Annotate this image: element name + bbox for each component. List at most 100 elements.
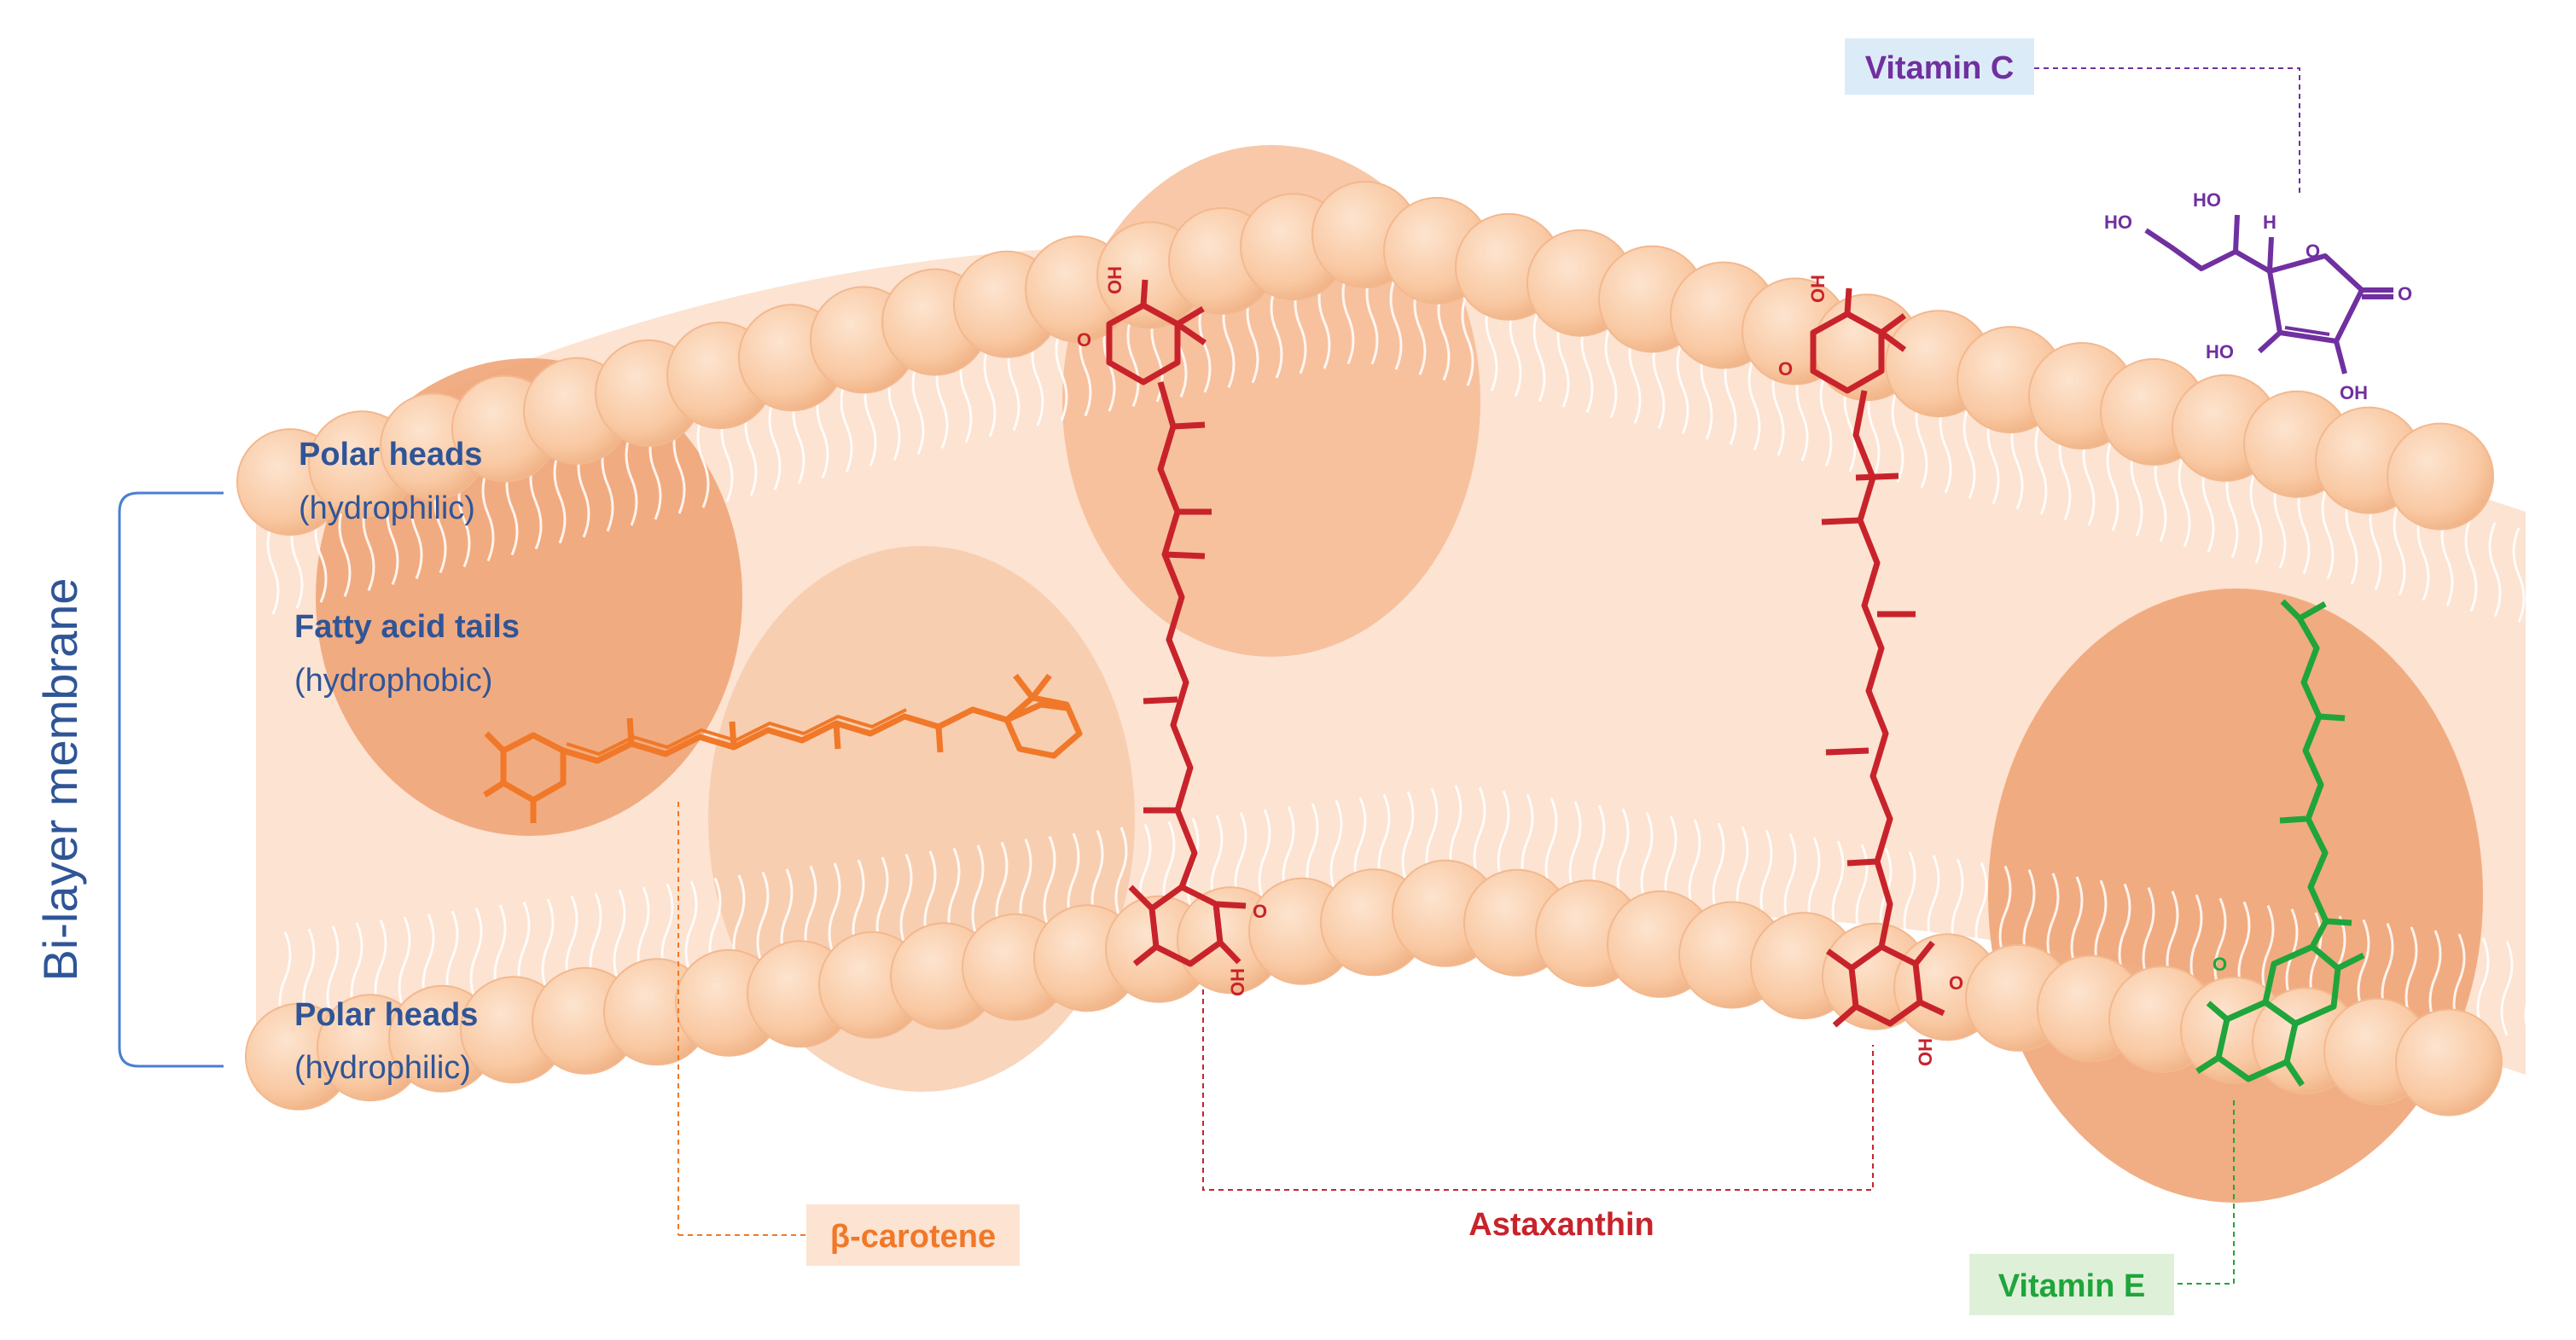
polar-heads-top-label: Polar heads (299, 437, 482, 473)
fatty-acid-tail-109 (1568, 801, 1582, 896)
astaxanthin-left-o-top: O (1077, 329, 1091, 351)
astaxanthin-right-o-top: O (1778, 358, 1793, 380)
vitamin-c-molecule (2144, 214, 2393, 374)
fatty-acid-tail-163 (2213, 897, 2227, 993)
vitamin-e-pointer (2174, 1100, 2235, 1285)
fatty-acid-tail-151 (2070, 876, 2084, 972)
fatty-acid-tail-181 (2428, 930, 2442, 1025)
astaxanthin-right-molecule (1810, 287, 1945, 1028)
fatty-acid-tail-139 (1927, 855, 1940, 950)
hydrophobic-label: (hydrophobic) (294, 663, 492, 699)
vitamin-c-h: H (2263, 212, 2277, 233)
fatty-acid-tail-136 (1891, 387, 1904, 483)
fatty-acid-tail-178 (2393, 501, 2406, 596)
fatty-acid-tails-label: Fatty acid tails (294, 609, 520, 645)
fatty-acid-tail-60 (983, 342, 997, 438)
fatty-acid-tail-59 (971, 844, 985, 940)
fatty-acid-tail-0 (266, 519, 280, 615)
fatty-acid-tail-145 (1998, 865, 2012, 960)
vitamin-e-tag-bg (1969, 1254, 2174, 1315)
fatty-acid-tail-72 (1126, 311, 1140, 408)
fatty-acid-tail-47 (828, 862, 841, 958)
fatty-acid-tail-100 (1461, 291, 1474, 386)
fatty-acid-tail-24 (553, 449, 567, 544)
fatty-acid-tail-66 (1055, 326, 1068, 421)
vitamin-c-oh-bottom: OH (2340, 382, 2368, 403)
vitamin-c-ring-o: O (2306, 241, 2320, 262)
fatty-acid-tail-166 (2249, 468, 2263, 564)
beta-carotene-label: β-carotene (830, 1219, 996, 1255)
fatty-acid-tail-187 (2500, 941, 2514, 1036)
astaxanthin-pointer (1202, 989, 1874, 1191)
fatty-acid-tail-53 (899, 853, 913, 949)
fatty-acid-tail-29 (613, 889, 626, 985)
fatty-acid-tail-160 (2178, 452, 2191, 548)
fatty-acid-tail-127 (1783, 833, 1797, 929)
vitamin-c-pointer (2034, 67, 2300, 196)
fatty-acid-tail-23 (541, 898, 555, 994)
fatty-acid-tail-148 (2034, 420, 2048, 515)
astaxanthin-left-o-bottom: O (1253, 901, 1267, 922)
vitamin-e-ring-o: O (2213, 954, 2227, 975)
fatty-acid-tail-35 (684, 880, 698, 976)
vitamin-c-tag-bg (1845, 38, 2034, 95)
fatty-acid-tail-142 (1963, 403, 1976, 499)
fatty-acid-tail-94 (1389, 275, 1403, 370)
fatty-acid-tail-184 (2464, 517, 2478, 612)
fatty-acid-tail-83 (1258, 809, 1271, 904)
astaxanthin-label: Astaxanthin (1468, 1207, 1654, 1243)
astaxanthin-left-molecule (1106, 279, 1247, 967)
fatty-acid-tail-157 (2142, 887, 2155, 983)
polar-head-bottom-30 (2395, 1008, 2503, 1117)
fatty-acid-tail-71 (1114, 827, 1128, 922)
fatty-acid-tail-36 (696, 413, 710, 508)
fatty-acid-tail-121 (1712, 822, 1725, 918)
fatty-acid-tail-65 (1043, 835, 1056, 931)
fatty-acid-tail-115 (1640, 811, 1654, 907)
beta-carotene-molecule (483, 673, 1083, 823)
astaxanthin-right-oh-top: OH (1807, 275, 1829, 303)
vitamin-c-carbonyl-o: O (2398, 283, 2412, 305)
fatty-acid-tail-30 (625, 431, 638, 526)
astaxanthin-left-oh-bottom: OH (1227, 968, 1248, 996)
fatty-acid-tail-189 (2524, 944, 2538, 1040)
astaxanthin-left-oh-top: OH (1104, 266, 1125, 294)
fatty-acid-tail-42 (768, 395, 782, 490)
vitamin-c-ho-bottom: HO (2206, 341, 2234, 363)
fatty-acid-tail-84 (1270, 283, 1283, 379)
fatty-acid-tail-89 (1329, 799, 1343, 896)
polar-heads-bottom-label: Polar heads (294, 997, 478, 1033)
fatty-acid-tail-54 (911, 359, 925, 455)
fatty-acid-tail-17 (469, 907, 483, 1003)
astaxanthin-right-oh-bottom: OH (1915, 1038, 1936, 1066)
polar-heads-bottom-row (245, 859, 2503, 1117)
fatty-acid-tail-188 (2512, 527, 2526, 623)
fatty-acid-tail-41 (756, 871, 770, 967)
vitamin-e-molecule (2195, 599, 2365, 1087)
vitamin-c-ho-top: HO (2193, 189, 2221, 211)
fatty-acid-tail-6 (338, 502, 352, 597)
vitamin-e-label: Vitamin E (1998, 1268, 2145, 1304)
fatty-acid-tail-133 (1855, 844, 1869, 939)
fatty-acid-tail-95 (1401, 791, 1415, 886)
polar-head-top-30 (2387, 422, 2494, 531)
fatty-acid-tail-175 (2357, 919, 2370, 1014)
fatty-acid-tail-48 (840, 377, 853, 473)
fatty-acid-tail-124 (1747, 356, 1761, 451)
fatty-acid-tail-172 (2321, 484, 2335, 580)
blob-right (1988, 589, 2483, 1203)
astaxanthin-right-o-bottom: O (1949, 972, 1963, 994)
fatty-acid-tail-11 (398, 916, 411, 1012)
fatty-acid-tail-106 (1532, 307, 1546, 403)
fatty-acid-tail-154 (2106, 436, 2120, 531)
fatty-acid-tail-18 (481, 466, 495, 562)
fatty-acid-tail-103 (1497, 790, 1510, 885)
vitamin-c-ho-left: HO (2104, 212, 2132, 233)
bilayer-label: Bi-layer membrane (33, 577, 87, 981)
fatty-acid-tail-186 (2488, 522, 2502, 618)
vitamin-c-label: Vitamin C (1865, 50, 2015, 86)
bilayer-bracket (118, 491, 224, 1068)
fatty-acid-tail-101 (1473, 786, 1486, 882)
fatty-acid-tail-12 (410, 484, 423, 579)
